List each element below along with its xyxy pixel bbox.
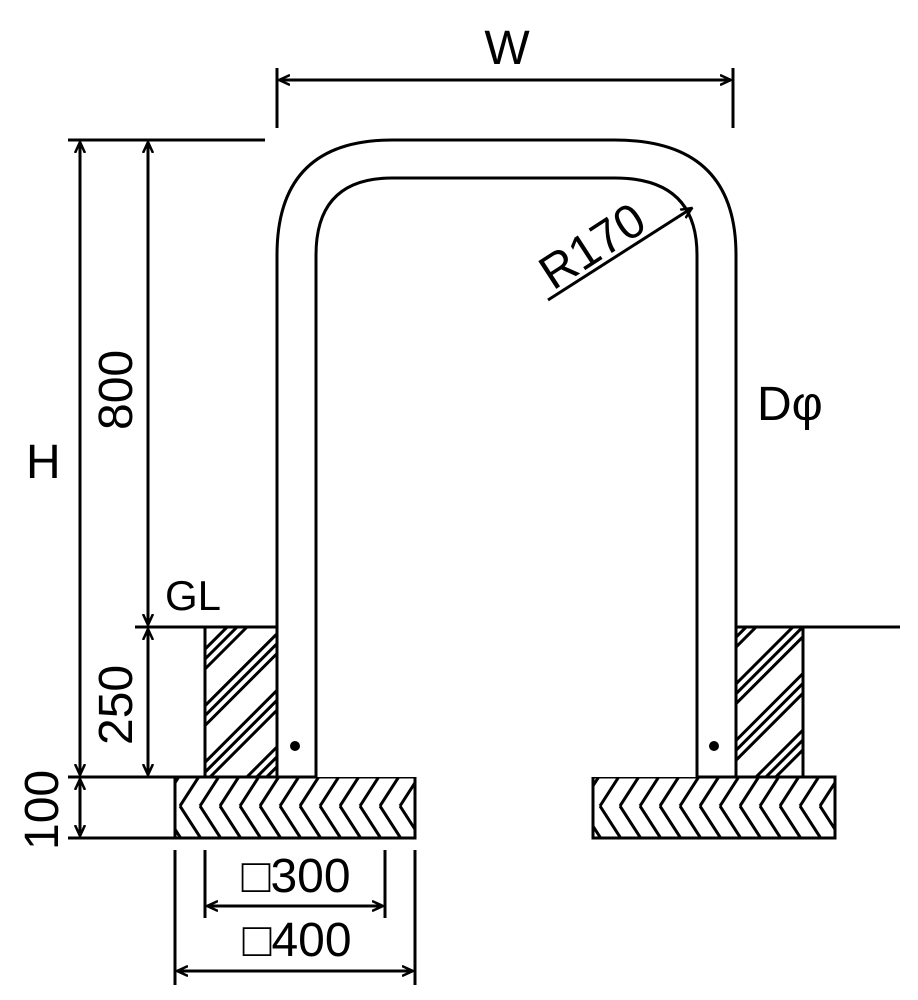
left-gravel-base <box>173 775 417 840</box>
height-label: H <box>26 436 61 489</box>
footing-thickness-dimension: 100 <box>16 770 175 850</box>
u-bollard-pipe <box>275 138 738 779</box>
above-ground-dimension: 800 <box>90 142 148 625</box>
embed-depth-label: 250 <box>90 665 143 745</box>
left-anchor-pin <box>290 741 300 751</box>
ground-level-label: GL <box>165 572 221 619</box>
right-gravel-base <box>591 775 837 840</box>
right-anchor-pin <box>709 741 719 751</box>
embed-depth-dimension: 250 <box>68 629 175 779</box>
pipe-inner-profile <box>314 176 699 777</box>
inner-square-dimension: □300 <box>203 850 387 918</box>
width-dimension: W <box>275 22 735 128</box>
footing-thickness-label: 100 <box>16 770 69 850</box>
height-dimension: H <box>26 138 265 775</box>
outer-square-dimension: □400 <box>173 850 417 985</box>
outer-square-label: □400 <box>242 914 351 967</box>
above-ground-label: 800 <box>90 350 143 430</box>
inner-square-label: □300 <box>241 850 350 903</box>
pipe-diameter-label: Dφ <box>757 378 823 431</box>
width-label: W <box>484 22 530 75</box>
